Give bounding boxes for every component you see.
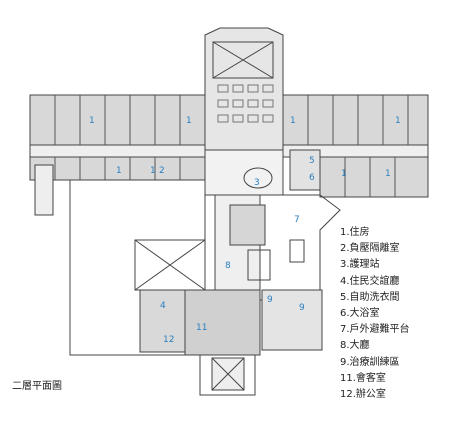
label-lobby: 8 (225, 261, 231, 271)
plan-room-labels: 1 1 1 1 1 1 1 1 2 3 5 6 7 8 9 9 4 11 12 (89, 116, 401, 345)
legend: 1.住房 2.負壓隔離室 3.護理站 4.住民交誼廳 5.自助洗衣間 6.大浴室… (340, 225, 455, 403)
legend-item: 11.會客室 (340, 372, 386, 384)
label-therapy-1: 9 (267, 295, 273, 305)
label-nurse-station: 3 (254, 178, 260, 188)
label-visit: 11 (196, 323, 207, 333)
label-rooms-8: 1 (385, 169, 391, 179)
legend-item: 4.住民交誼廳 (340, 275, 400, 287)
label-office: 12 (163, 335, 174, 345)
label-rooms-5: 1 (116, 166, 122, 176)
legend-item: 2.負壓隔離室 (340, 243, 400, 255)
label-rooms-7: 1 (341, 169, 347, 179)
label-terrace: 7 (294, 215, 300, 225)
label-rooms-4: 1 (395, 116, 401, 126)
label-rooms-6: 1 (150, 166, 156, 176)
label-rooms-3: 1 (290, 116, 296, 126)
legend-item: 6.大浴室 (340, 308, 380, 320)
legend-item: 5.自助洗衣間 (340, 291, 400, 303)
plan-caption: 二層平面圖 (12, 381, 62, 392)
label-therapy-2: 9 (299, 303, 305, 313)
legend-item: 1.住房 (340, 227, 370, 238)
label-bath: 6 (309, 173, 315, 183)
legend-item: 8.大廳 (340, 340, 370, 352)
label-isolation: 2 (159, 166, 165, 176)
label-rooms-1: 1 (89, 116, 95, 126)
label-laundry: 5 (309, 156, 315, 166)
legend-item: 12.辦公室 (340, 389, 386, 401)
legend-item: 7.戶外避難平台 (340, 324, 410, 336)
label-rooms-2: 1 (186, 116, 192, 126)
legend-item: 3.護理站 (340, 259, 380, 271)
label-lounge: 4 (160, 301, 166, 311)
plan-walls (29, 27, 429, 396)
legend-item: 9.治療訓練區 (340, 356, 400, 368)
